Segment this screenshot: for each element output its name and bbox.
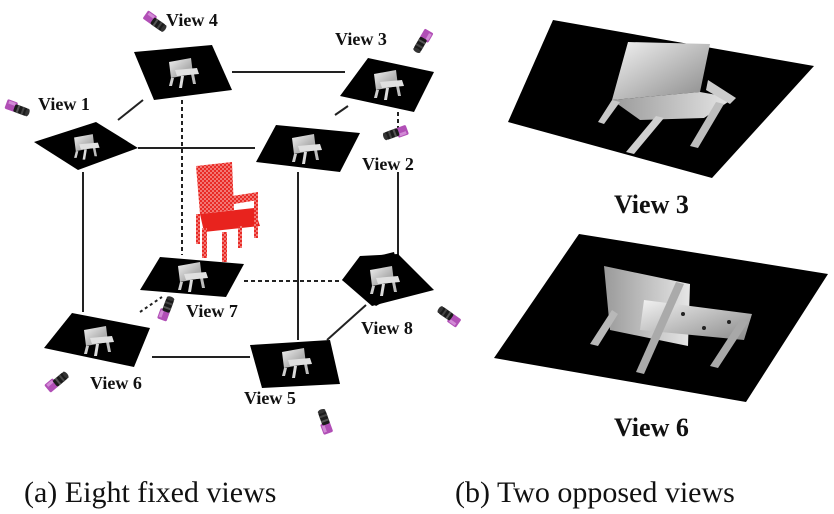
label-view-7: View 7 bbox=[186, 301, 238, 321]
camera-icon-view-2 bbox=[382, 124, 409, 143]
view-plate-8 bbox=[342, 252, 434, 306]
label-view-6: View 6 bbox=[90, 373, 142, 393]
label-view-3: View 3 bbox=[335, 29, 387, 49]
view-plate-6 bbox=[44, 313, 150, 367]
cube-edges bbox=[82, 71, 399, 358]
label-view-1: View 1 bbox=[38, 94, 90, 114]
view-plate-4 bbox=[134, 45, 232, 100]
camera-icon-view-5 bbox=[315, 408, 334, 435]
label-view-2: View 2 bbox=[362, 154, 414, 174]
large-view-3-label: View 3 bbox=[614, 190, 689, 219]
large-view-6-label: View 6 bbox=[614, 413, 689, 442]
camera-icon-view-4 bbox=[142, 10, 169, 33]
view-plate-1 bbox=[34, 122, 138, 170]
label-view-4: View 4 bbox=[166, 10, 218, 30]
label-view-8: View 8 bbox=[361, 318, 413, 338]
camera-icon-view-6 bbox=[44, 369, 70, 393]
large-view-3 bbox=[508, 20, 814, 178]
large-view-6 bbox=[494, 234, 828, 402]
view-plate-2 bbox=[256, 125, 360, 172]
view-plate-5 bbox=[250, 340, 340, 388]
edge-1-4 bbox=[117, 99, 144, 121]
camera-icon-view-8 bbox=[435, 305, 462, 328]
label-view-5: View 5 bbox=[244, 388, 296, 408]
camera-icon-view-3 bbox=[412, 28, 434, 56]
view-plate-3 bbox=[340, 58, 434, 112]
camera-icon-view-7 bbox=[157, 294, 175, 322]
caption-a: (a) Eight fixed views bbox=[24, 476, 276, 509]
caption-b: (b) Two opposed views bbox=[455, 476, 735, 509]
edge-2-3 bbox=[334, 105, 349, 116]
edge-5-8 bbox=[326, 304, 367, 341]
edge-6-7 bbox=[139, 296, 163, 313]
camera-icon-view-1 bbox=[4, 99, 32, 117]
view-plate-7 bbox=[140, 257, 244, 297]
point-cloud-chair bbox=[196, 162, 260, 262]
